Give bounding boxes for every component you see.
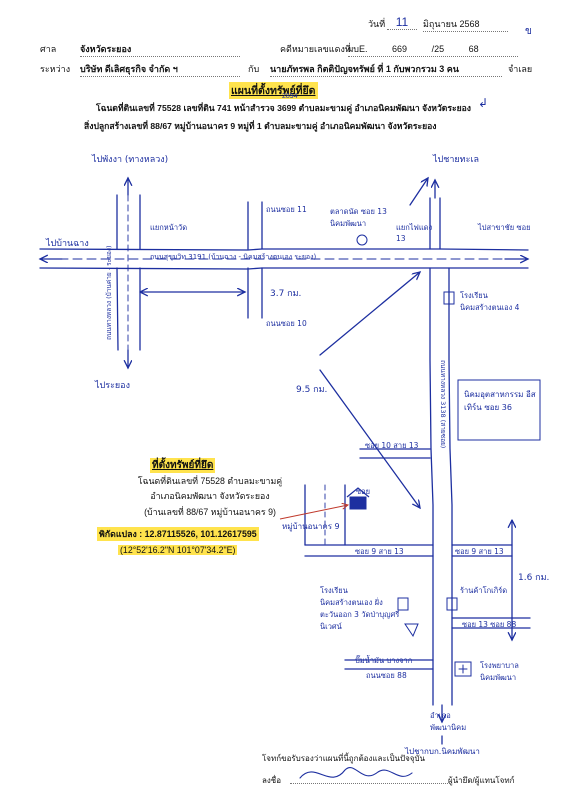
label-left-vertical-road: ถนนทางหลวง (บ้านค่าย - ระยอง) <box>105 245 113 340</box>
label-gas-station: ปั๊มน้ำมัน บางจาก <box>355 656 413 665</box>
hospital-cross <box>458 664 468 674</box>
label-upper-left: ถนนซอย 11 <box>266 205 307 214</box>
label-district-office: อำเภอ พัฒนานิคม <box>430 711 467 732</box>
location-heading: ที่ตั้งทรัพย์ที่ยึด <box>150 458 216 473</box>
label-bank: ตลาดนัด ซอย 13 นิคมพัฒนา <box>330 207 387 228</box>
date-month-year: มิถุนายน 2568 <box>423 17 508 32</box>
label-house-tag: ซอย <box>356 487 370 496</box>
label-shop-right: แยกไฟแดง 13 <box>396 223 433 243</box>
map-heading: แผนที่ตั้งทรัพย์ที่ยึด <box>229 82 318 99</box>
industrial-estate-outline <box>457 379 541 441</box>
footer-certify: โจทก์ขอรับรองว่าแผนที่นี้ถูกต้องและเป็นป… <box>262 754 426 763</box>
label-to-bottom-left: ไประยอง <box>95 381 130 391</box>
label-soi-9-right: ซอย 9 สาย 13 <box>455 547 504 556</box>
label-to-top-right: ไปชายทะเล <box>433 155 480 165</box>
location-coords-dms: (12°52'16.2"N 101°07'34.2"E) <box>118 545 238 555</box>
with-label: กับ <box>248 64 260 74</box>
gas-station-shape <box>404 623 419 638</box>
title-line-2: สิ่งปลูกสร้างเลขที่ 88/67 หมู่บ้านอนาคร … <box>84 121 437 131</box>
label-school-upper: โรงเรียนนิคมสร้างตนเอง 4 <box>460 291 520 312</box>
school-upper-building <box>443 291 455 305</box>
hospital-building <box>454 661 472 677</box>
label-shop-left: แยกหน้าวัด <box>150 223 188 232</box>
label-dist-center: 9.5 กม. <box>296 385 328 395</box>
center-road-right-edge <box>448 267 453 706</box>
label-main-road: ถนนสุขุมวิท 3191 (บ้านฉาง - นิคมสร้างตนเ… <box>150 253 317 261</box>
label-industrial-estate: นิคมอุตสาหกรรม อีสเทิร์น ซอย 36 <box>464 390 536 412</box>
initial-mark: ↲ <box>478 96 489 110</box>
school-bottom-building <box>397 597 409 611</box>
subject-house-marker <box>279 487 370 520</box>
label-lower-left: ถนนซอย 10 <box>266 319 307 328</box>
label-to-top-left: ไปพังงา (ทางหลวง) <box>92 155 169 165</box>
diagonal-arrow-to-house <box>319 369 420 508</box>
label-market: ร้านค้าโกเกิร์ด <box>460 586 508 595</box>
label-to-left: ไปบ้านฉาง <box>46 239 89 249</box>
footer-sign-line <box>290 783 450 784</box>
case-label: คดีหมายเลขแดงที่ <box>280 44 351 54</box>
diagonal-arrow-main <box>319 272 420 356</box>
location-line-2: อำเภอนิคมพัฒนา จังหวัดระยอง <box>150 491 270 501</box>
footer-sign-label: ลงชื่อ <box>262 776 282 785</box>
label-village: หมู่บ้านอนาคร 9 <box>282 522 340 531</box>
between-label: ระหว่าง <box>40 64 71 74</box>
location-coords: พิกัดแปลง : 12.87115526, 101.12617595 <box>97 527 259 541</box>
case-extra: 68 <box>468 44 479 54</box>
label-bottom-left-street: ถนนซอย 88 <box>366 671 407 680</box>
center-road-left-edge <box>429 267 434 706</box>
label-soi-88: ซอย 13 ซอย 88 <box>462 620 517 629</box>
plaintiff-name: บริษัท ดีเลิศธุรกิจ จำกัด ฯ <box>80 62 240 77</box>
label-school-bottom: โรงเรียนนิคมสร้างตนเอง ฝั่งตะวันออก 3 วั… <box>320 586 400 631</box>
defendant-name: นายภัทรพล กิตติปัญจทรัพย์ ที่ 1 กับพวกรว… <box>270 62 502 77</box>
footer-sign-role: ผู้นำยึด/ผู้แทนโจทก์ <box>448 776 515 785</box>
case-prefix: ผบE. <box>348 44 368 54</box>
left-road-left-edge <box>116 194 119 351</box>
title-line-1: โฉนดที่ดินเลขที่ 75528 เลขที่ดิน 741 หน้… <box>96 103 471 113</box>
court-value: จังหวัดระยอง <box>80 42 240 57</box>
location-line-1: โฉนดที่ดินเลขที่ 75528 ตำบลมะขามคู่ <box>137 476 283 486</box>
label-dist-right: 1.6 กม. <box>518 573 550 583</box>
label-hospital: โรงพยาบาล นิคมพัฒนา <box>480 661 519 682</box>
date-label: วันที่ <box>368 19 386 29</box>
label-soi-9: ซอย 9 สาย 13 <box>355 547 404 556</box>
label-center-vertical-road: ถนนทางหลวง 3138 (สายซอย) <box>439 360 447 449</box>
bank-circle <box>356 234 368 246</box>
market-building <box>446 597 458 611</box>
north-arrow-top <box>409 178 428 206</box>
corner-mark: ข <box>525 26 532 37</box>
location-line-3: (บ้านเลขที่ 88/67 หมู่บ้านอนาคร 9) <box>144 507 276 517</box>
label-to-bottom: ไปชากบก.นิคมพัฒนา <box>405 747 480 756</box>
case-year: /25 <box>431 44 445 54</box>
case-number-line: ผบE. 669 /25 68 <box>348 42 518 57</box>
label-road-right-sign: ไปสาขาชัย ซอย <box>478 223 531 232</box>
date-day: 11 <box>387 15 417 30</box>
signature-scribble <box>299 767 413 779</box>
title-line-1-correction: 2894 <box>282 93 298 100</box>
court-label: ศาล <box>40 44 57 54</box>
defendant-role: จำเลย <box>508 64 533 74</box>
label-dist-left: 3.7 กม. <box>270 289 302 299</box>
case-number: 669 <box>392 44 408 54</box>
label-soi-10: ซอย 10 สาย 13 <box>365 441 419 450</box>
